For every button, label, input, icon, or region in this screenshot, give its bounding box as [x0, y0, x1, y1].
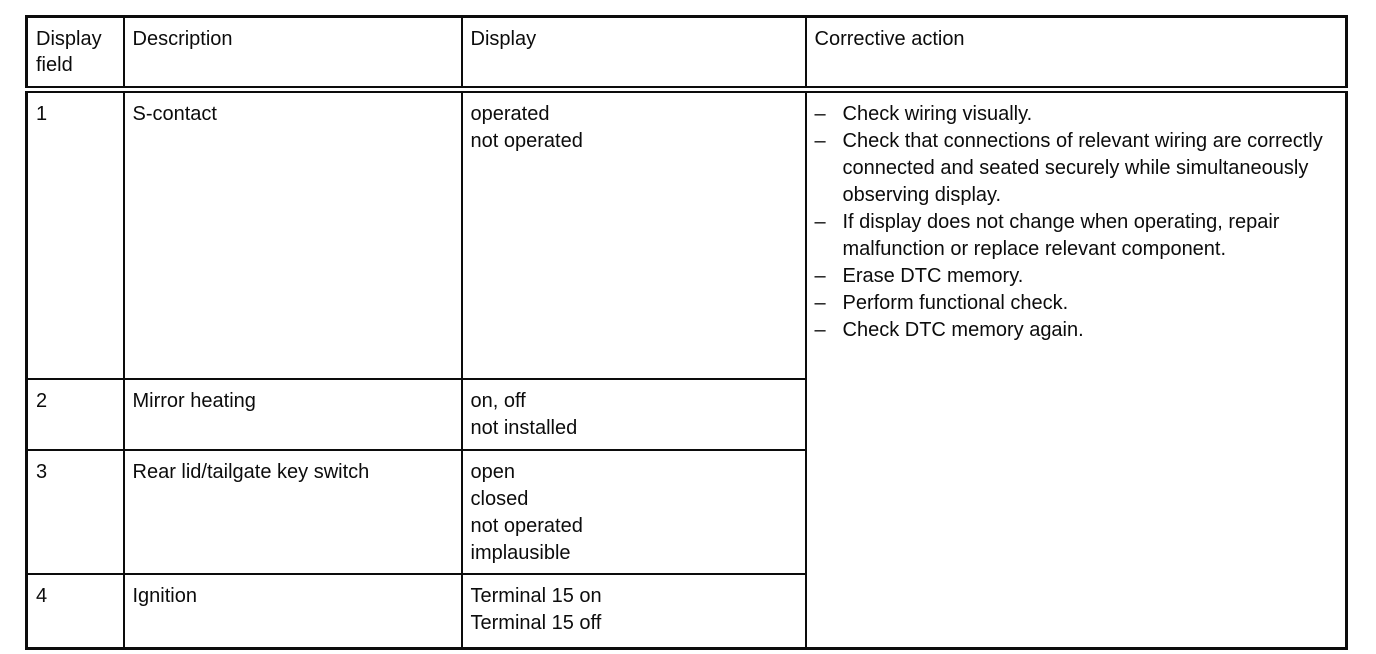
corrective-action-text: Perform functional check. — [842, 292, 1069, 314]
row-2-description: Mirror heating — [122, 377, 463, 451]
row-1-display-values: operated not operated — [460, 88, 807, 380]
table-header-row: Display field Description Display Correc… — [25, 15, 1348, 93]
row-3-display-values: open closed not operated implausible — [460, 448, 807, 575]
dash-bullet: – — [814, 265, 826, 287]
row-3-field-number: 3 — [25, 448, 125, 575]
table-row: 4 Ignition Terminal 15 on Terminal 15 of… — [25, 572, 1347, 650]
table-row: 3 Rear lid/tailgate key switch open clos… — [25, 448, 1347, 575]
row-4-display-values: Terminal 15 on Terminal 15 off — [460, 572, 807, 650]
diagnostic-table: Display field Description Display Correc… — [25, 15, 1348, 650]
row-1-field-number: 1 — [25, 88, 125, 380]
dash-bullet: – — [814, 319, 826, 341]
dash-bullet: – — [814, 103, 826, 125]
corrective-action-item: – Erase DTC memory. — [815, 263, 1338, 290]
corrective-action-text: Check DTC memory again. — [842, 319, 1084, 341]
header-corrective-action: Corrective action — [804, 15, 1348, 93]
dash-bullet: – — [814, 130, 826, 152]
corrective-action-item: – Check wiring visually. — [815, 101, 1338, 128]
row-2-field-number: 2 — [25, 377, 125, 451]
corrective-action-text: Check that connections of relevant wirin… — [842, 130, 1323, 206]
table-row: 1 S-contact operated not operated – Chec… — [25, 88, 1348, 650]
row-3-description: Rear lid/tailgate key switch — [122, 448, 463, 575]
header-display-field: Display field — [25, 15, 125, 93]
dash-bullet: – — [814, 211, 826, 233]
row-2-display-values: on, off not installed — [460, 377, 807, 451]
header-display: Display — [460, 15, 807, 93]
corrective-action-item: – Check DTC memory again. — [815, 317, 1338, 344]
corrective-action-item: – Perform functional check. — [815, 290, 1338, 317]
corrective-action-text: If display does not change when operatin… — [842, 211, 1280, 260]
row-4-field-number: 4 — [25, 572, 125, 650]
table-row: 2 Mirror heating on, off not installed — [25, 377, 1347, 451]
dash-bullet: – — [814, 292, 826, 314]
corrective-actions-cell: – Check wiring visually. – Check that co… — [804, 88, 1348, 650]
row-1-description: S-contact — [122, 88, 463, 380]
header-description: Description — [122, 15, 463, 93]
corrective-action-text: Check wiring visually. — [842, 103, 1033, 125]
corrective-action-item: – Check that connections of relevant wir… — [815, 128, 1338, 209]
corrective-action-text: Erase DTC memory. — [842, 265, 1024, 287]
corrective-actions-list: – Check wiring visually. – Check that co… — [815, 101, 1338, 344]
corrective-action-item: – If display does not change when operat… — [815, 209, 1338, 263]
row-4-description: Ignition — [122, 572, 463, 650]
